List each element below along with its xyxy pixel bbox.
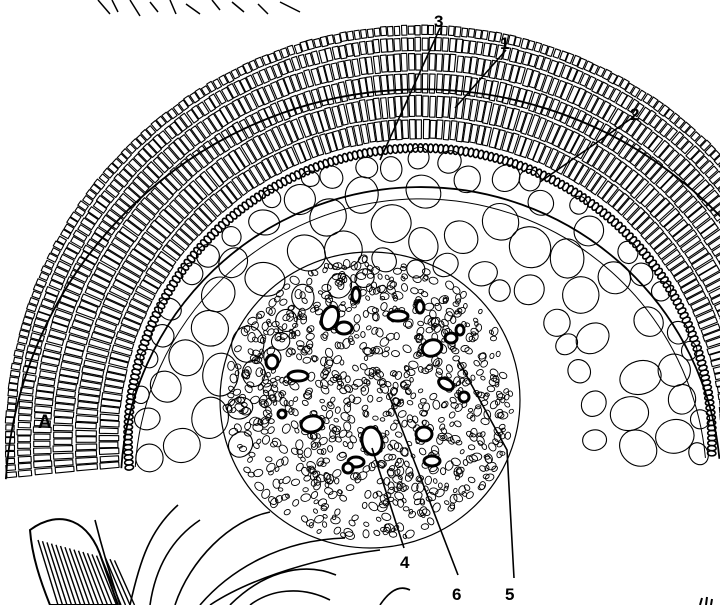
callout-5: 5	[505, 585, 514, 604]
top-sketch-marks	[98, 0, 300, 16]
plant-sketch	[30, 505, 712, 605]
callout-2: 2	[630, 105, 639, 124]
panel-label: A	[38, 412, 52, 433]
callout-3: 3	[434, 12, 443, 31]
callout-6: 6	[452, 585, 461, 604]
callout-4: 4	[400, 553, 410, 572]
callout-1: 1	[500, 34, 509, 53]
